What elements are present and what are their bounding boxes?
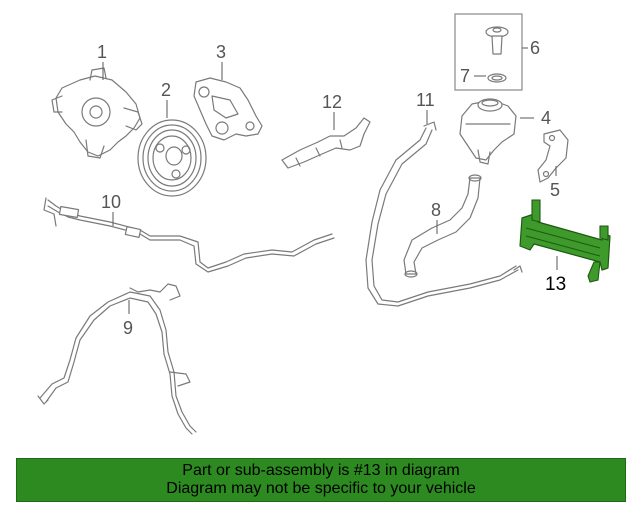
callout-7: 7: [460, 66, 470, 86]
part-11-return-hose[interactable]: [365, 121, 523, 307]
part-10-pressure-line[interactable]: [43, 197, 335, 273]
part-9-pressure-hose[interactable]: [37, 283, 197, 435]
callout-9: 9: [123, 318, 133, 338]
part-8-reservoir-hose[interactable]: [403, 174, 482, 278]
callout-1: 1: [97, 42, 107, 62]
part-5-reservoir-bracket[interactable]: [537, 129, 569, 183]
callout-2: 2: [161, 80, 171, 100]
callout-13: 13: [545, 274, 566, 295]
part-7-seal[interactable]: [487, 73, 507, 83]
part-1-power-steering-pump[interactable]: [51, 67, 143, 159]
banner-line-1: Part or sub-assembly is #13 in diagram: [182, 462, 460, 479]
part-3-pump-bracket[interactable]: [193, 77, 263, 141]
banner-line-2: Diagram may not be specific to your vehi…: [166, 480, 476, 497]
callout-8: 8: [431, 200, 441, 220]
part-4-reservoir[interactable]: [459, 98, 517, 165]
callout-6: 6: [530, 38, 540, 58]
callout-5: 5: [550, 180, 560, 200]
callout-10: 10: [101, 192, 121, 212]
part-6-reservoir-cap[interactable]: [485, 26, 509, 55]
part-2-pulley[interactable]: [137, 119, 207, 197]
info-banner: Part or sub-assembly is #13 in diagram D…: [16, 458, 626, 502]
callout-11: 11: [416, 90, 435, 110]
callout-12: 12: [322, 92, 342, 112]
part-13-cooler[interactable]: [519, 199, 611, 283]
part-12-hose-bracket[interactable]: [281, 117, 371, 169]
callout-3: 3: [216, 42, 226, 62]
callout-4: 4: [541, 108, 551, 128]
